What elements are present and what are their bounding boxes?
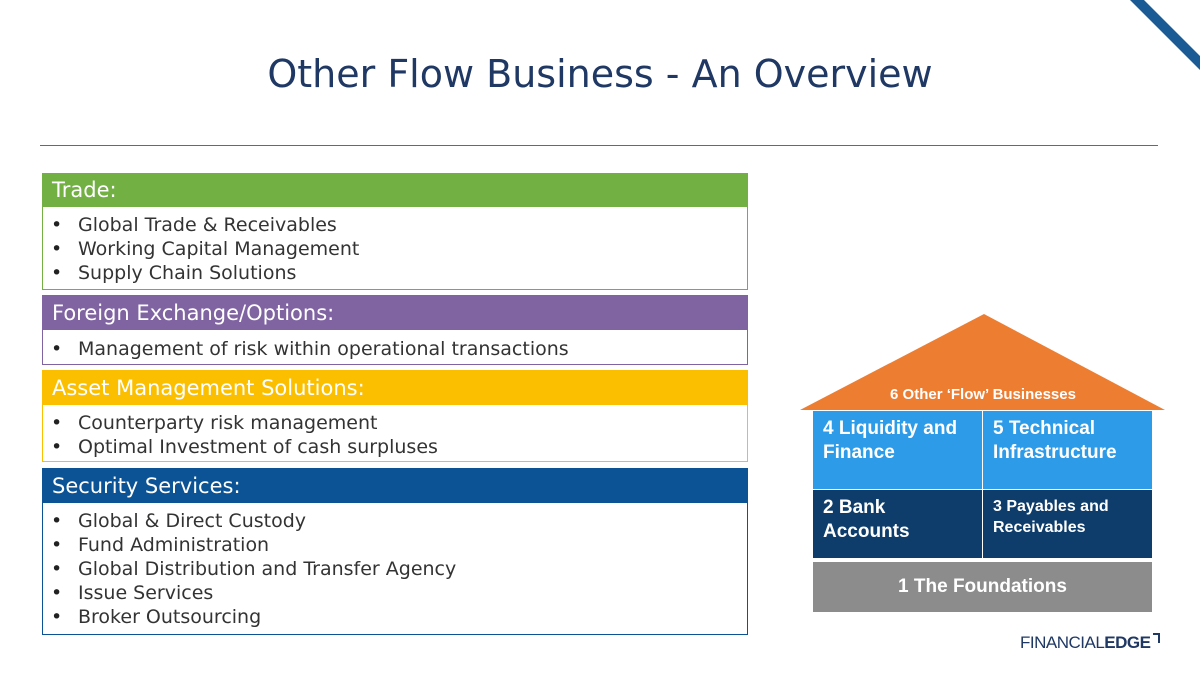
title-divider bbox=[40, 145, 1158, 146]
section-body-fx: Management of risk within operational tr… bbox=[42, 330, 748, 365]
list-item: Optimal Investment of cash surpluses bbox=[43, 435, 747, 459]
list-item: Working Capital Management bbox=[43, 237, 747, 261]
financial-edge-logo: FINANCIALEDGE bbox=[1020, 633, 1151, 653]
section-heading-asset-management: Asset Management Solutions: bbox=[52, 375, 365, 400]
logo-text-financial: FINANCIAL bbox=[1020, 633, 1105, 652]
house-foundation: 1 The Foundations bbox=[813, 562, 1152, 612]
section-body-security-services: Global & Direct Custody Fund Administrat… bbox=[42, 503, 748, 635]
pillar-technical-infrastructure: 5 Technical Infrastructure bbox=[983, 411, 1152, 489]
slide-title: Other Flow Business - An Overview bbox=[267, 52, 933, 96]
section-header-asset-management: Asset Management Solutions: bbox=[42, 370, 748, 405]
logo-mark-icon bbox=[1153, 633, 1160, 643]
house-roof bbox=[800, 314, 1165, 410]
house-foundation-label: 1 The Foundations bbox=[898, 576, 1067, 597]
list-item: Broker Outsourcing bbox=[43, 605, 747, 629]
section-header-trade: Trade: bbox=[42, 173, 748, 207]
section-header-security-services: Security Services: bbox=[42, 468, 748, 503]
section-heading-trade: Trade: bbox=[52, 178, 117, 202]
pillar-bank-accounts-label: 2 Bank Accounts bbox=[823, 497, 910, 542]
list-item: Supply Chain Solutions bbox=[43, 261, 747, 285]
list-item: Global Distribution and Transfer Agency bbox=[43, 557, 747, 581]
list-item: Global & Direct Custody bbox=[43, 509, 747, 533]
pillar-bank-accounts: 2 Bank Accounts bbox=[813, 490, 982, 558]
corner-accent-inner bbox=[1144, 0, 1200, 56]
pillar-liquidity-finance: 4 Liquidity and Finance bbox=[813, 411, 982, 489]
section-body-asset-management: Counterparty risk management Optimal Inv… bbox=[42, 405, 748, 462]
pillar-technical-infrastructure-label: 5 Technical Infrastructure bbox=[993, 418, 1117, 463]
section-heading-security-services: Security Services: bbox=[52, 473, 241, 498]
list-item: Management of risk within operational tr… bbox=[43, 337, 747, 361]
list-item: Counterparty risk management bbox=[43, 411, 747, 435]
pillar-liquidity-finance-label: 4 Liquidity and Finance bbox=[823, 418, 958, 463]
section-heading-fx: Foreign Exchange/Options: bbox=[52, 300, 335, 325]
logo-text-edge: EDGE bbox=[1104, 633, 1151, 652]
list-item: Fund Administration bbox=[43, 533, 747, 557]
list-item: Global Trade & Receivables bbox=[43, 213, 747, 237]
pillar-payables-receivables: 3 Payables and Receivables bbox=[983, 490, 1152, 558]
section-header-fx: Foreign Exchange/Options: bbox=[42, 295, 748, 330]
house-roof-label: 6 Other ‘Flow’ Businesses bbox=[890, 386, 1076, 403]
section-body-trade: Global Trade & Receivables Working Capit… bbox=[42, 207, 748, 290]
list-item: Issue Services bbox=[43, 581, 747, 605]
pillar-payables-receivables-label: 3 Payables and Receivables bbox=[993, 498, 1109, 536]
